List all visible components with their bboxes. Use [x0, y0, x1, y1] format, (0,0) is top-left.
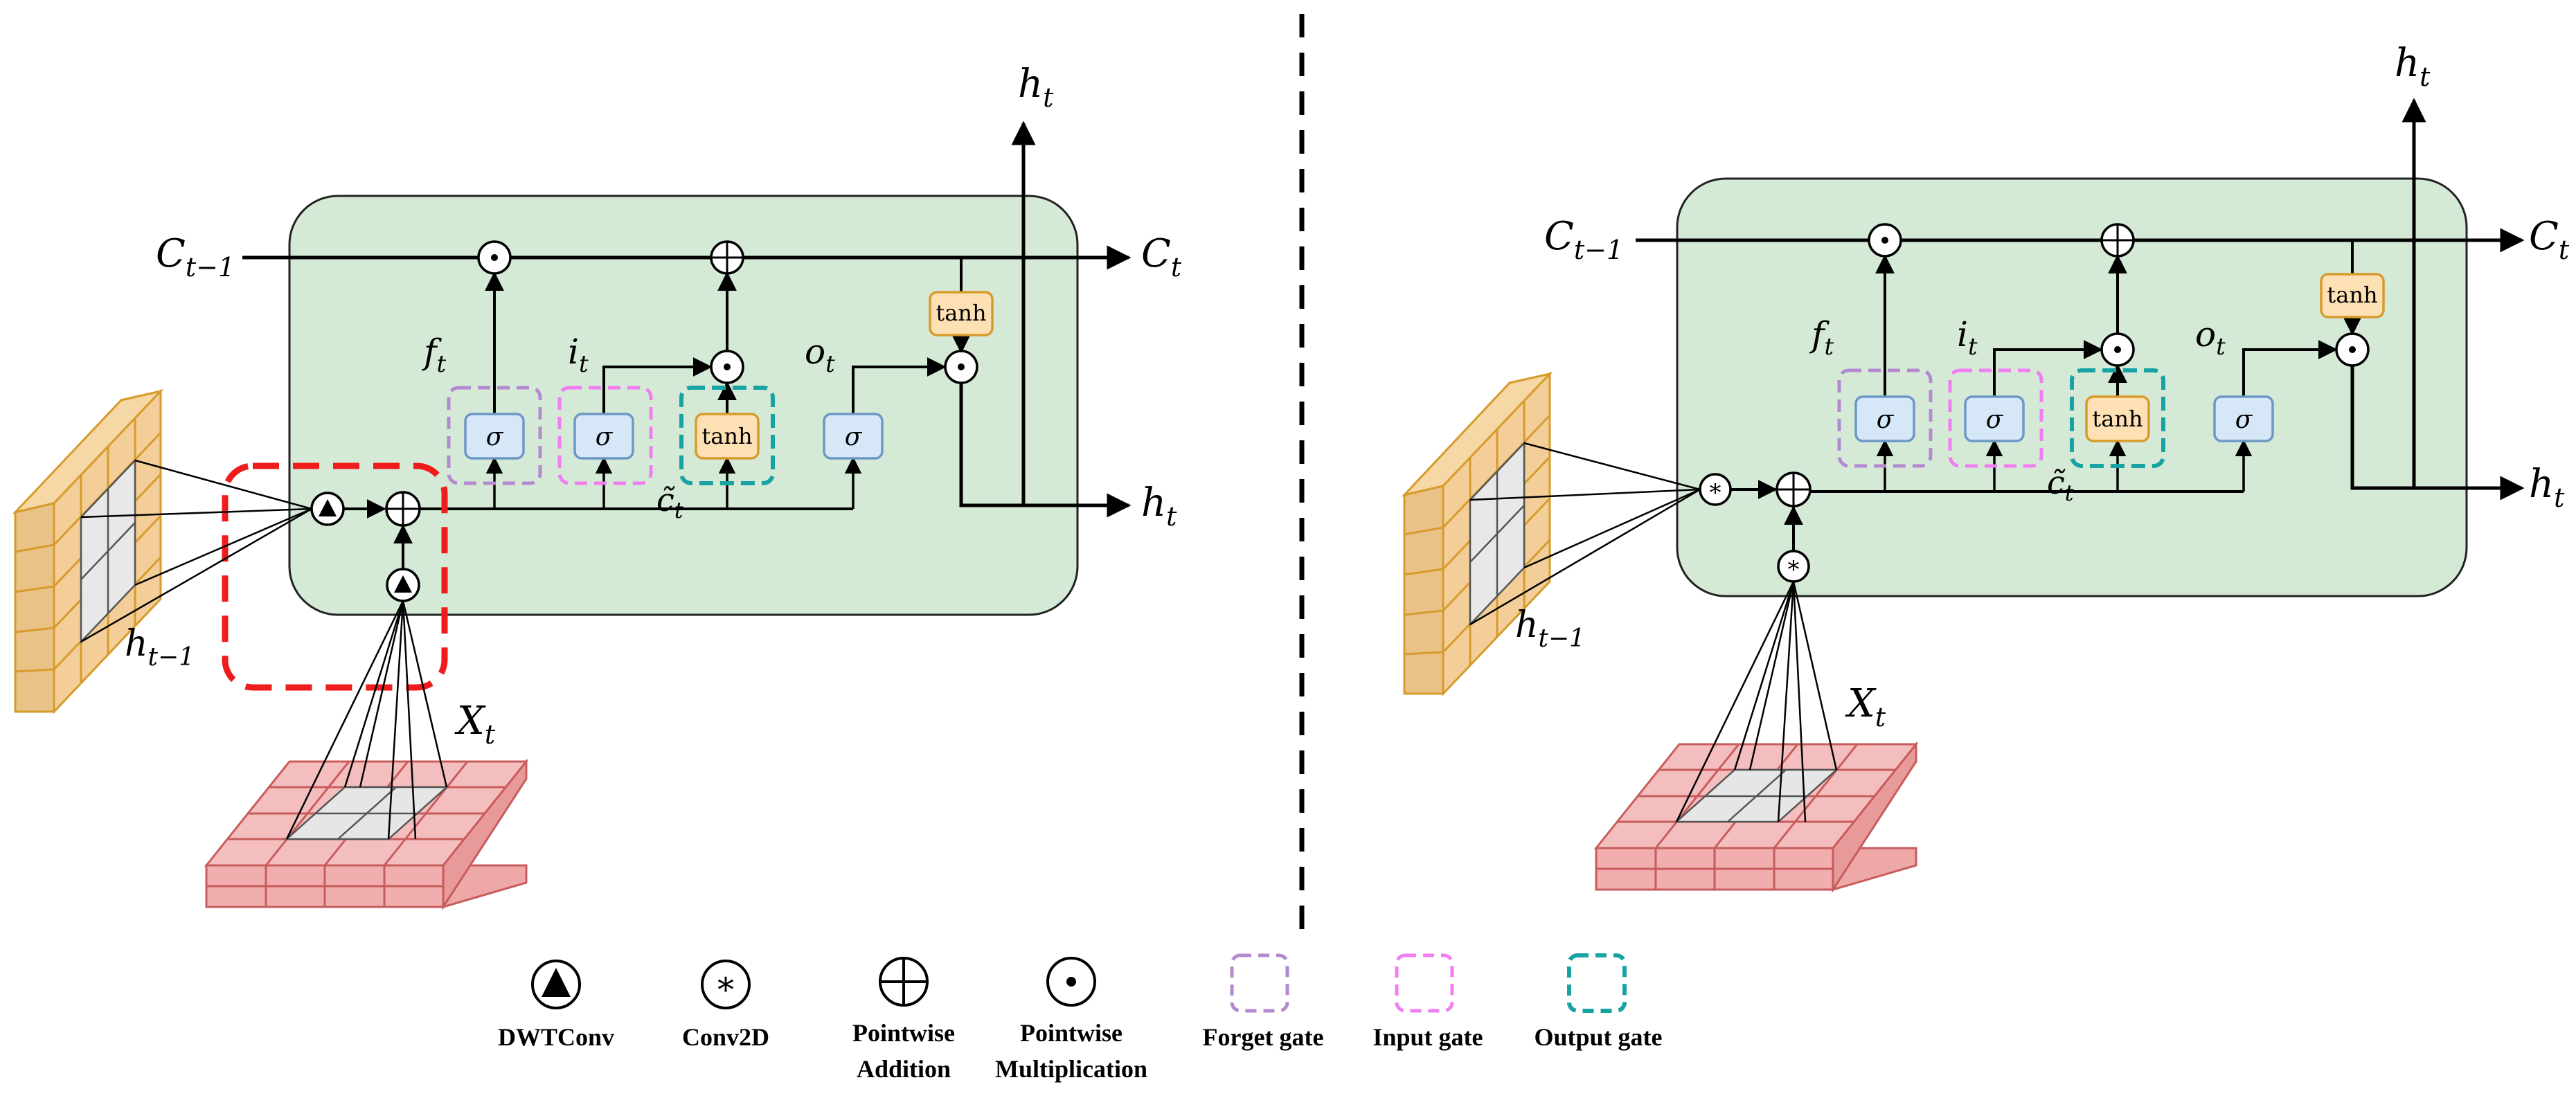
left-output-gate-frame: [679, 386, 775, 485]
right-candidate-tanh-box: [2085, 395, 2150, 442]
right-forget-gate-frame: [1837, 368, 1933, 468]
legend-addition-label-1: Pointwise: [852, 1019, 955, 1047]
right-h-right-label: ht: [2529, 462, 2565, 513]
right-output-sigma: σ: [2235, 406, 2253, 434]
left-output-sigma: σ: [845, 423, 863, 451]
left-input-add: [385, 491, 421, 527]
legend-addition: Pointwise Addition: [852, 957, 955, 1083]
left-h-right-label: ht: [1141, 480, 1177, 532]
legend-forget: Forget gate: [1203, 953, 1324, 1051]
legend-dwtconv-label: DWTConv: [498, 1023, 614, 1051]
right-forget-sigma: σ: [1877, 406, 1895, 434]
right-input-sigma: σ: [1986, 406, 2004, 434]
right-forget-sigma-box: [1854, 395, 1915, 442]
legend-addition-label-2: Addition: [857, 1055, 951, 1083]
legend-conv2d-label: Conv2D: [682, 1023, 769, 1051]
right-x-label: Xt: [1845, 681, 1886, 732]
right-h-top-label: ht: [2395, 41, 2431, 92]
right-output-mult: [2335, 332, 2370, 367]
left-cell-add: [710, 240, 744, 275]
right-input-mult: [2100, 332, 2135, 367]
left-dwtconv-h: [310, 492, 345, 526]
legend: DWTConv * Conv2D Pointwise Addition Poin…: [498, 953, 1663, 1083]
right-output-sigma-box: [2213, 395, 2274, 442]
input-gate-swatch-icon: [1395, 953, 1454, 1013]
right-c-tilde-label: c̃t: [2047, 464, 2074, 506]
right-h-prev-label: ht−1: [1515, 604, 1585, 653]
left-dwtconv-x: [386, 568, 420, 602]
right-o-label: ot: [2195, 314, 2226, 361]
legend-input-label: Input gate: [1372, 1023, 1483, 1051]
left-candidate-tanh-box: [695, 413, 760, 460]
left-input-mult: [710, 350, 744, 384]
svg-text:*: *: [1710, 479, 1721, 507]
left-hidden-grid: [12, 388, 164, 714]
right-c-prev-label: Ct−1: [1544, 214, 1623, 265]
right-hidden-grid: [1401, 371, 1553, 696]
left-i-label: it: [568, 332, 589, 378]
dwtconv-icon: [531, 960, 581, 1009]
left-c-out-label: Ct: [1141, 231, 1182, 282]
legend-multiplication-label-1: Pointwise: [1020, 1019, 1122, 1047]
right-input-gate-frame: [1948, 368, 2043, 468]
left-cell-tanh: tanh: [936, 300, 986, 326]
right-cell-tanh: tanh: [2327, 282, 2377, 308]
legend-output-label: Output gate: [1534, 1023, 1662, 1051]
legend-input: Input gate: [1372, 953, 1483, 1051]
legend-multiplication: Pointwise Multiplication: [995, 957, 1147, 1083]
right-conv2d-x: *: [1777, 550, 1810, 584]
right-input-grid: [1593, 741, 1919, 894]
left-dwtconv-highlight: [222, 462, 448, 691]
right-i-label: it: [1957, 314, 1978, 361]
right-conv2d-h: *: [1699, 473, 1732, 507]
pointwise-multiplication-icon: [1046, 957, 1096, 1007]
svg-text:*: *: [1788, 556, 1800, 584]
legend-conv2d: * Conv2D: [682, 960, 769, 1051]
left-input-grid: [204, 758, 529, 911]
legend-output: Output gate: [1534, 953, 1663, 1051]
right-c-out-label: Ct: [2529, 214, 2570, 265]
left-h-prev-label: ht−1: [125, 623, 195, 672]
right-f-label: ft: [1809, 314, 1834, 361]
left-input-sigma: σ: [596, 423, 614, 451]
right-cell-add: [2100, 223, 2135, 258]
left-cell-tanh-box: [929, 291, 994, 336]
left-diagram: σ σ tanh σ tanh Ct−1 Ct ht ht ft it ot c…: [12, 62, 1182, 911]
conv2d-icon: *: [701, 960, 751, 1009]
left-x-label: Xt: [454, 699, 496, 750]
left-c-prev-label: Ct−1: [156, 231, 235, 282]
left-output-mult: [944, 350, 978, 384]
left-c-tilde-label: c̃t: [656, 481, 683, 523]
right-input-add: [1776, 471, 1812, 507]
right-forget-mult: [1868, 223, 1902, 258]
left-forget-mult: [477, 240, 512, 275]
legend-multiplication-label-2: Multiplication: [995, 1055, 1147, 1083]
legend-forget-label: Forget gate: [1203, 1023, 1324, 1051]
right-candidate-tanh: tanh: [2092, 406, 2143, 432]
pointwise-addition-icon: [879, 957, 929, 1007]
right-diagram: * * σ σ tanh σ tanh Ct−1 Ct ht ht ft it …: [1401, 41, 2570, 894]
right-cell-tanh-box: [2320, 273, 2385, 318]
left-o-label: ot: [805, 332, 835, 378]
forget-gate-swatch-icon: [1230, 953, 1289, 1013]
left-candidate-tanh: tanh: [701, 423, 752, 449]
left-forget-sigma: σ: [486, 423, 504, 451]
left-h-top-label: ht: [1018, 62, 1054, 113]
left-input-sigma-box: [573, 413, 634, 460]
left-forget-gate-frame: [447, 386, 542, 485]
right-input-sigma-box: [1964, 395, 2025, 442]
svg-text:*: *: [717, 971, 734, 1009]
legend-dwtconv: DWTConv: [498, 960, 614, 1051]
left-forget-sigma-box: [464, 413, 525, 460]
left-f-label: ft: [421, 332, 447, 378]
left-input-gate-frame: [557, 386, 653, 485]
left-output-sigma-box: [823, 413, 884, 460]
output-gate-swatch-icon: [1567, 953, 1627, 1013]
right-output-gate-frame: [2070, 368, 2165, 468]
